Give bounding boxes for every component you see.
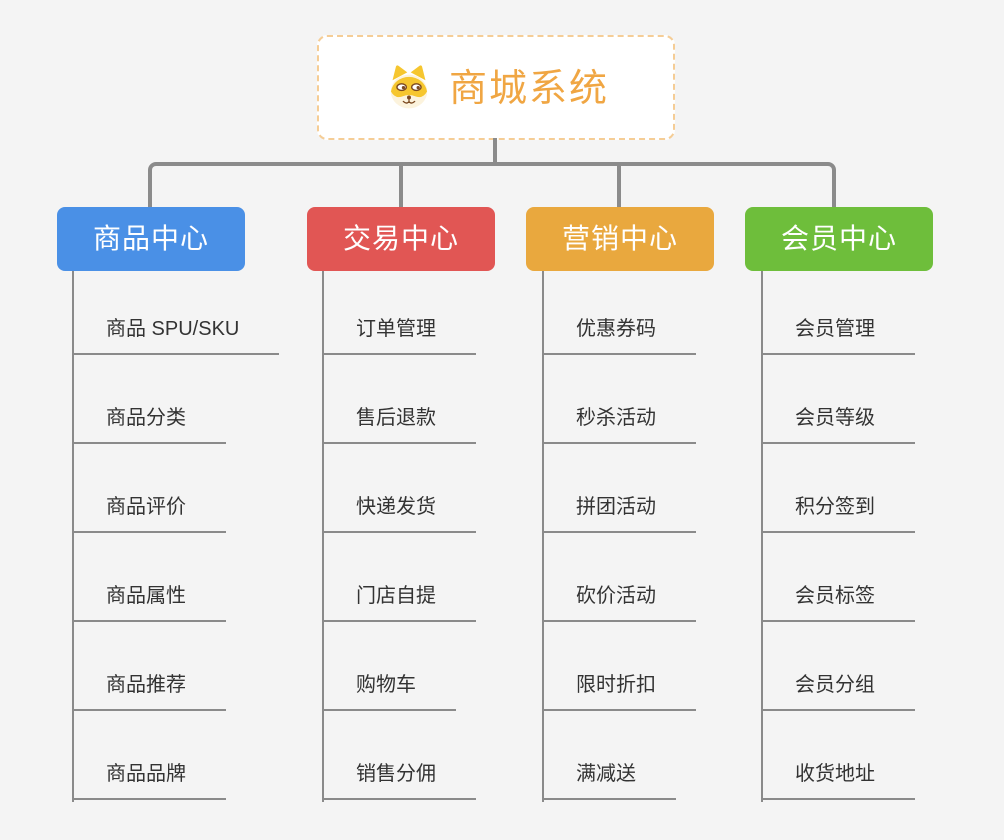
branch-node-goods-center[interactable]: 商品中心 xyxy=(57,207,245,271)
branch-node-marketing-center[interactable]: 营销中心 xyxy=(526,207,714,271)
child-topic[interactable]: 售后退款 xyxy=(322,402,476,444)
branch-children-marketing: 优惠券码 秒杀活动 拼团活动 砍价活动 限时折扣 满减送 xyxy=(542,271,792,802)
branch-label: 营销中心 xyxy=(561,223,678,254)
connector-trunk xyxy=(542,271,544,802)
child-topic[interactable]: 会员分组 xyxy=(761,669,915,711)
connector-drop-trade xyxy=(399,166,403,207)
branch-label: 交易中心 xyxy=(342,223,459,254)
root-node[interactable]: 商城系统 xyxy=(317,35,675,140)
branch-label: 会员中心 xyxy=(780,223,897,254)
branch-children-member: 会员管理 会员等级 积分签到 会员标签 会员分组 收货地址 xyxy=(761,271,1004,802)
child-topic[interactable]: 会员等级 xyxy=(761,402,915,444)
connector-trunk xyxy=(761,271,763,802)
child-topic[interactable]: 商品 SPU/SKU xyxy=(72,313,280,355)
child-topic[interactable]: 订单管理 xyxy=(322,313,476,355)
connector-root-stem xyxy=(493,138,497,164)
connector-trunk xyxy=(72,271,74,802)
child-topic[interactable]: 商品分类 xyxy=(72,402,226,444)
child-topic[interactable]: 销售分佣 xyxy=(322,758,476,800)
dog-face-icon xyxy=(383,63,435,113)
connector-trunk xyxy=(322,271,324,802)
child-topic[interactable]: 积分签到 xyxy=(761,491,915,533)
child-topic[interactable]: 商品品牌 xyxy=(72,758,226,800)
branch-node-member-center[interactable]: 会员中心 xyxy=(745,207,933,271)
child-topic[interactable]: 商品评价 xyxy=(72,491,226,533)
child-topic[interactable]: 会员标签 xyxy=(761,580,915,622)
child-topic[interactable]: 商品推荐 xyxy=(72,669,226,711)
connector-drop-marketing xyxy=(617,166,621,207)
branch-label: 商品中心 xyxy=(92,223,209,254)
child-topic[interactable]: 砍价活动 xyxy=(542,580,696,622)
branch-children-trade: 订单管理 售后退款 快递发货 门店自提 购物车 销售分佣 xyxy=(322,271,572,802)
child-topic[interactable]: 优惠券码 xyxy=(542,313,696,355)
branch-node-trade-center[interactable]: 交易中心 xyxy=(307,207,495,271)
connector-bracket xyxy=(148,162,836,207)
root-title: 商城系统 xyxy=(448,67,609,110)
child-topic[interactable]: 商品属性 xyxy=(72,580,226,622)
child-topic[interactable]: 购物车 xyxy=(322,669,456,711)
child-topic[interactable]: 满减送 xyxy=(542,758,676,800)
child-topic[interactable]: 拼团活动 xyxy=(542,491,696,533)
branch-children-goods: 商品 SPU/SKU 商品分类 商品评价 商品属性 商品推荐 商品品牌 xyxy=(72,271,322,802)
child-topic[interactable]: 快递发货 xyxy=(322,491,476,533)
child-topic[interactable]: 收货地址 xyxy=(761,758,915,800)
child-topic[interactable]: 限时折扣 xyxy=(542,669,696,711)
child-topic[interactable]: 门店自提 xyxy=(322,580,476,622)
child-topic[interactable]: 秒杀活动 xyxy=(542,402,696,444)
child-topic[interactable]: 会员管理 xyxy=(761,313,915,355)
